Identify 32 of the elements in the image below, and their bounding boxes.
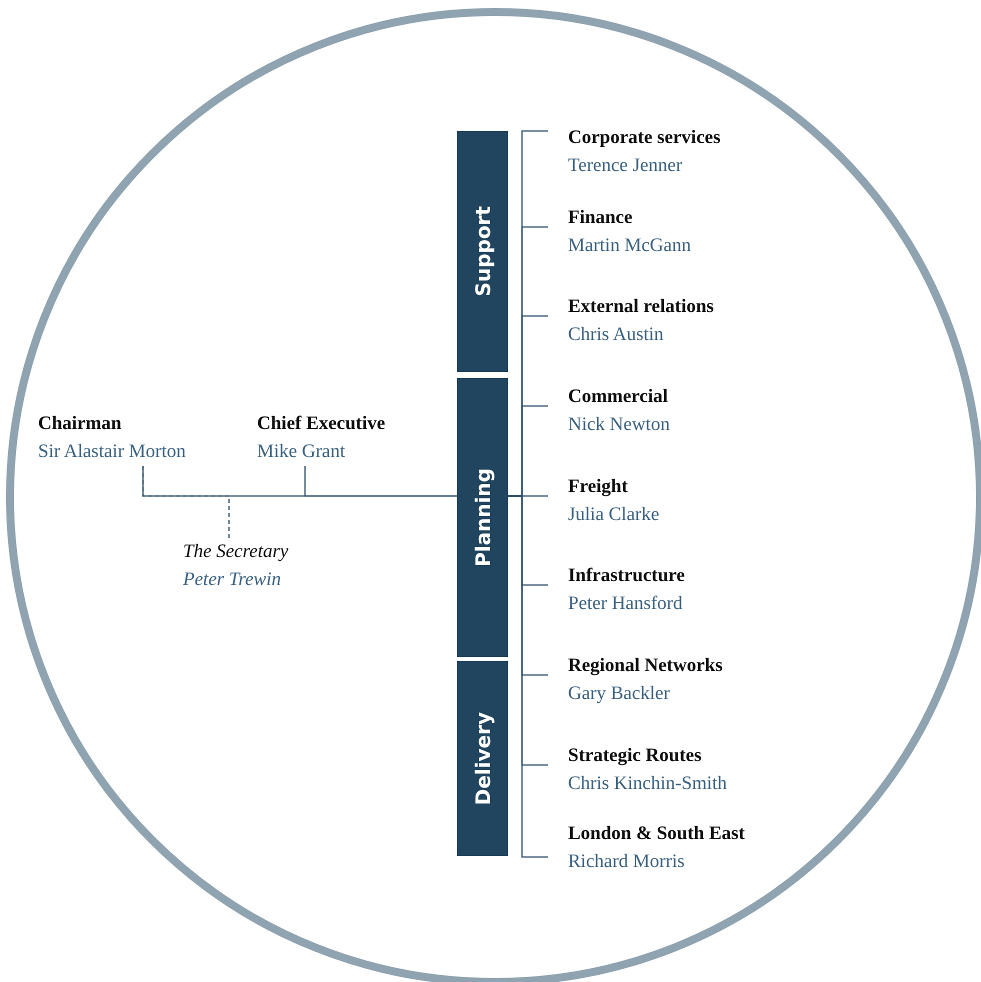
section-band	[457, 661, 508, 856]
person-name: Nick Newton	[568, 413, 670, 437]
band-label: Delivery	[470, 712, 494, 806]
section-band	[457, 131, 508, 372]
role-title: Strategic Routes	[568, 744, 702, 768]
person-name: Chris Kinchin-Smith	[568, 772, 727, 796]
band-label: Support	[470, 206, 494, 297]
band-label: Planning	[470, 468, 494, 567]
role-title: Regional Networks	[568, 654, 723, 678]
role-title: Commercial	[568, 385, 669, 409]
dashed-connector	[142, 466, 230, 538]
role-title: Corporate services	[568, 126, 720, 150]
person-name: Richard Morris	[568, 850, 686, 874]
section-band	[457, 378, 508, 657]
connector-line	[304, 466, 457, 497]
person-name: Peter Trewin	[183, 568, 282, 592]
role-title: Freight	[568, 475, 629, 499]
role-title: Finance	[568, 206, 634, 230]
role-title: The Secretary	[183, 540, 288, 564]
role-title: External relations	[568, 295, 714, 319]
person-name: Chris Austin	[568, 323, 665, 347]
role-title: Infrastructure	[568, 564, 685, 588]
role-title: Chief Executive	[257, 412, 386, 436]
person-name: Terence Jenner	[568, 154, 684, 178]
person-name: Martin McGann	[568, 234, 691, 258]
person-name: Mike Grant	[257, 440, 346, 464]
person-name: Sir Alastair Morton	[38, 440, 186, 464]
role-title: London & South East	[568, 822, 745, 846]
role-title: Chairman	[38, 412, 122, 436]
person-name: Gary Backler	[568, 682, 671, 706]
person-name: Peter Hansford	[568, 592, 684, 616]
person-name: Julia Clarke	[568, 503, 660, 527]
